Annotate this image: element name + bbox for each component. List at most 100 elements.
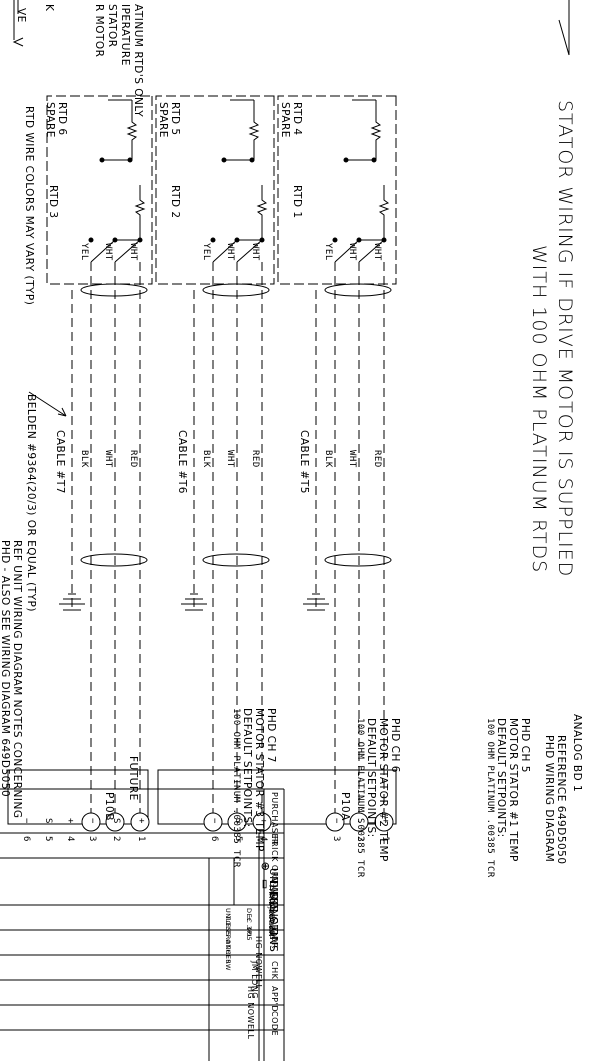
p10b-t1-num: 1 — [136, 836, 146, 842]
phd-ch5-line4: 100 OHM PLATINUM .00385 TCR — [485, 718, 495, 878]
p10b-t2-sym: S — [111, 818, 121, 824]
tb-tol-2: TOLERANCES — [224, 916, 232, 965]
fragment-ve: VE — [15, 8, 27, 23]
belden-leader — [28, 391, 67, 417]
p10a-t3-sym: − — [331, 818, 341, 824]
phd-ch5-line3: DEFAULT SETPOINTS: — [495, 718, 507, 838]
p10a-t6-num: 6 — [209, 836, 219, 842]
spare-rtd-5 — [221, 99, 260, 163]
phd-ch7-line3: DEFAULT SETPOINTS: — [241, 708, 253, 828]
reference-line1: REFERENCE 649D5050 — [555, 735, 567, 865]
rtd-2-label: RTD 2 — [169, 185, 181, 219]
ref-note-line1: REF UNIT WIRING DIAGRAM NOTES CONCERNING — [11, 540, 23, 819]
p10b-t5-num: 5 — [43, 836, 53, 842]
p10a-label: P10A — [339, 792, 351, 821]
p10b-t4-sym: + — [65, 818, 75, 824]
rtd-2-element — [210, 185, 268, 263]
p10b-t3-sym: − — [87, 818, 97, 824]
cable-t7-wires — [71, 262, 141, 822]
ref-note-line2: PHD - ALSO SEE WIRING DIAGRAM 649D5050 — [0, 540, 11, 798]
p10b-block-outline — [7, 769, 149, 825]
p10b-t3-num: 3 — [87, 836, 97, 842]
phd-ch5-line2: MOTOR STATOR #1 TEMP — [507, 718, 519, 862]
arrowhead — [12, 37, 24, 47]
tb-appd-name: HG NOWELL — [246, 986, 255, 1040]
belden-note: BELDEN #9364(20/3) OR EQUAL (TYP) — [25, 394, 37, 612]
phd-ch6-line4: 100 OHM PLATINUM .00385 TCR — [355, 718, 365, 878]
rtd-3-wire-wht-b: WHT — [103, 243, 113, 261]
rtd-group-2-box — [155, 95, 275, 285]
rtd-1-wire-wht-a: WHT — [372, 243, 382, 261]
cable-t5-wires — [315, 262, 385, 822]
cable-t6-label: CABLE #T6 — [176, 430, 188, 494]
phd-ch6-line3: DEFAULT SETPOINTS: — [365, 718, 377, 838]
cable-t6-blk: BLK — [201, 450, 211, 468]
p10b-t2-num: 2 — [111, 836, 121, 842]
rtd-2-wire-wht-b: WHT — [225, 243, 235, 261]
fragment-platinum: ATINUM RTD'S ONLY — [132, 4, 144, 118]
rtd-1-element — [332, 185, 390, 263]
p10b-t6-sym: − — [21, 818, 31, 824]
p10a-t6-sym: − — [209, 818, 219, 824]
future-label: FUTURE — [127, 756, 139, 801]
rtd-3-wire-yel: YEL — [79, 243, 89, 261]
reference-line2: PHD WIRING DIAGRAM — [543, 735, 555, 863]
fragment-stator: STATOR — [106, 4, 118, 48]
ground-symbols — [59, 593, 329, 611]
cable-shield-ellipses — [80, 283, 392, 567]
diagram-title-line2: WITH 100 OHM PLATINUM RTDS — [528, 245, 550, 574]
diagram-title-line1: STATOR WIRING IF DRIVE MOTOR IS SUPPLIED — [554, 100, 576, 578]
tb-dec3-val: ± .005 — [245, 916, 253, 941]
cable-t7-red: RED — [128, 450, 138, 468]
fragment-k: K — [43, 4, 55, 12]
tb-dec2-val: ± .01 — [268, 916, 276, 937]
rtd-6-spare: SPARE — [44, 102, 56, 138]
title-block-lines — [0, 788, 285, 1061]
p10b-t5-sym: S — [43, 818, 53, 824]
rtd-5-label: RTD 5 — [169, 102, 181, 136]
rtd-5-spare: SPARE — [157, 102, 169, 138]
cable-t6-red: RED — [250, 450, 260, 468]
cable-t5-label: CABLE #T5 — [298, 430, 310, 494]
phd-ch7-line4: 100 OHM PLATINUM .00385 TCR — [231, 708, 241, 868]
fragment-temperature: IPERATURE — [119, 4, 131, 66]
cable-t5-blk: BLK — [323, 450, 333, 468]
rtd-1-wire-wht-b: WHT — [347, 243, 357, 261]
rtd-2-wire-wht-a: WHT — [250, 243, 260, 261]
tb-code: CODE — [270, 1011, 279, 1037]
cable-t7-blk: BLK — [79, 450, 89, 468]
terminal-circles — [81, 812, 394, 832]
tb-chk: CHK — [270, 961, 279, 980]
analog-board-label: ANALOG BD 1 — [571, 714, 583, 793]
phd-ch5-line1: PHD CH 5 — [519, 718, 531, 773]
phd-ch7-line2: MOTOR STATOR #3 TEMP — [253, 708, 265, 852]
cable-t7-label: CABLE #T7 — [54, 430, 66, 494]
rtd-6-label: RTD 6 — [56, 102, 68, 136]
p10b-t4-num: 4 — [65, 836, 75, 842]
fragment-motor: R MOTOR — [93, 4, 105, 58]
spare-rtd-6 — [99, 99, 138, 163]
rtd-3-label: RTD 3 — [47, 185, 59, 219]
cable-t5-red: RED — [372, 450, 382, 468]
cable-t7-wht: WHT — [103, 450, 113, 468]
rtd-4-label: RTD 4 — [291, 102, 303, 136]
spare-rtd-4 — [343, 99, 382, 163]
rtd-1-wire-yel: YEL — [323, 243, 333, 261]
rtd-4-spare: SPARE — [279, 102, 291, 138]
p10b-t1-sym: + — [136, 818, 146, 824]
phd-ch6-line1: PHD CH 6 — [389, 718, 401, 773]
p10a-t3-num: 3 — [331, 836, 341, 842]
rtd-wire-colors-note: RTD WIRE COLORS MAY VARY (TYP) — [23, 106, 35, 306]
p10b-t6-num: 6 — [21, 836, 31, 842]
rtd-group-3-box — [46, 95, 153, 285]
rtd-2-wire-yel: YEL — [201, 243, 211, 261]
cable-t6-wht: WHT — [225, 450, 235, 468]
cable-t5-wht: WHT — [347, 450, 357, 468]
rtd-group-1-box — [277, 95, 397, 285]
tb-appd: APP'D — [270, 986, 279, 1012]
rtd-1-label: RTD 1 — [291, 185, 303, 219]
p10a-block-outline — [157, 769, 397, 825]
